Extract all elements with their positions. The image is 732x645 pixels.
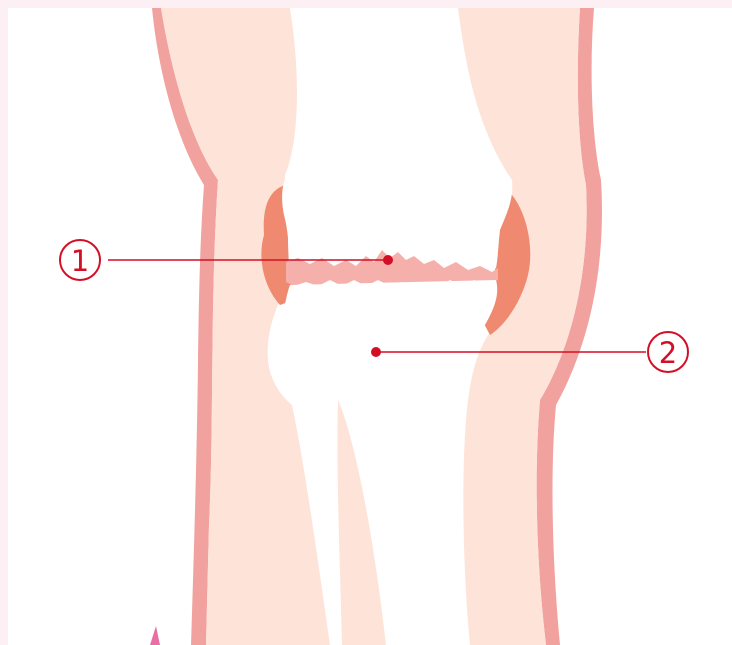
callout-2-dot (371, 347, 381, 357)
callout-1-dot (383, 255, 393, 265)
callout-1-number: 1 (71, 244, 89, 278)
callout-2-number: 2 (659, 336, 677, 370)
